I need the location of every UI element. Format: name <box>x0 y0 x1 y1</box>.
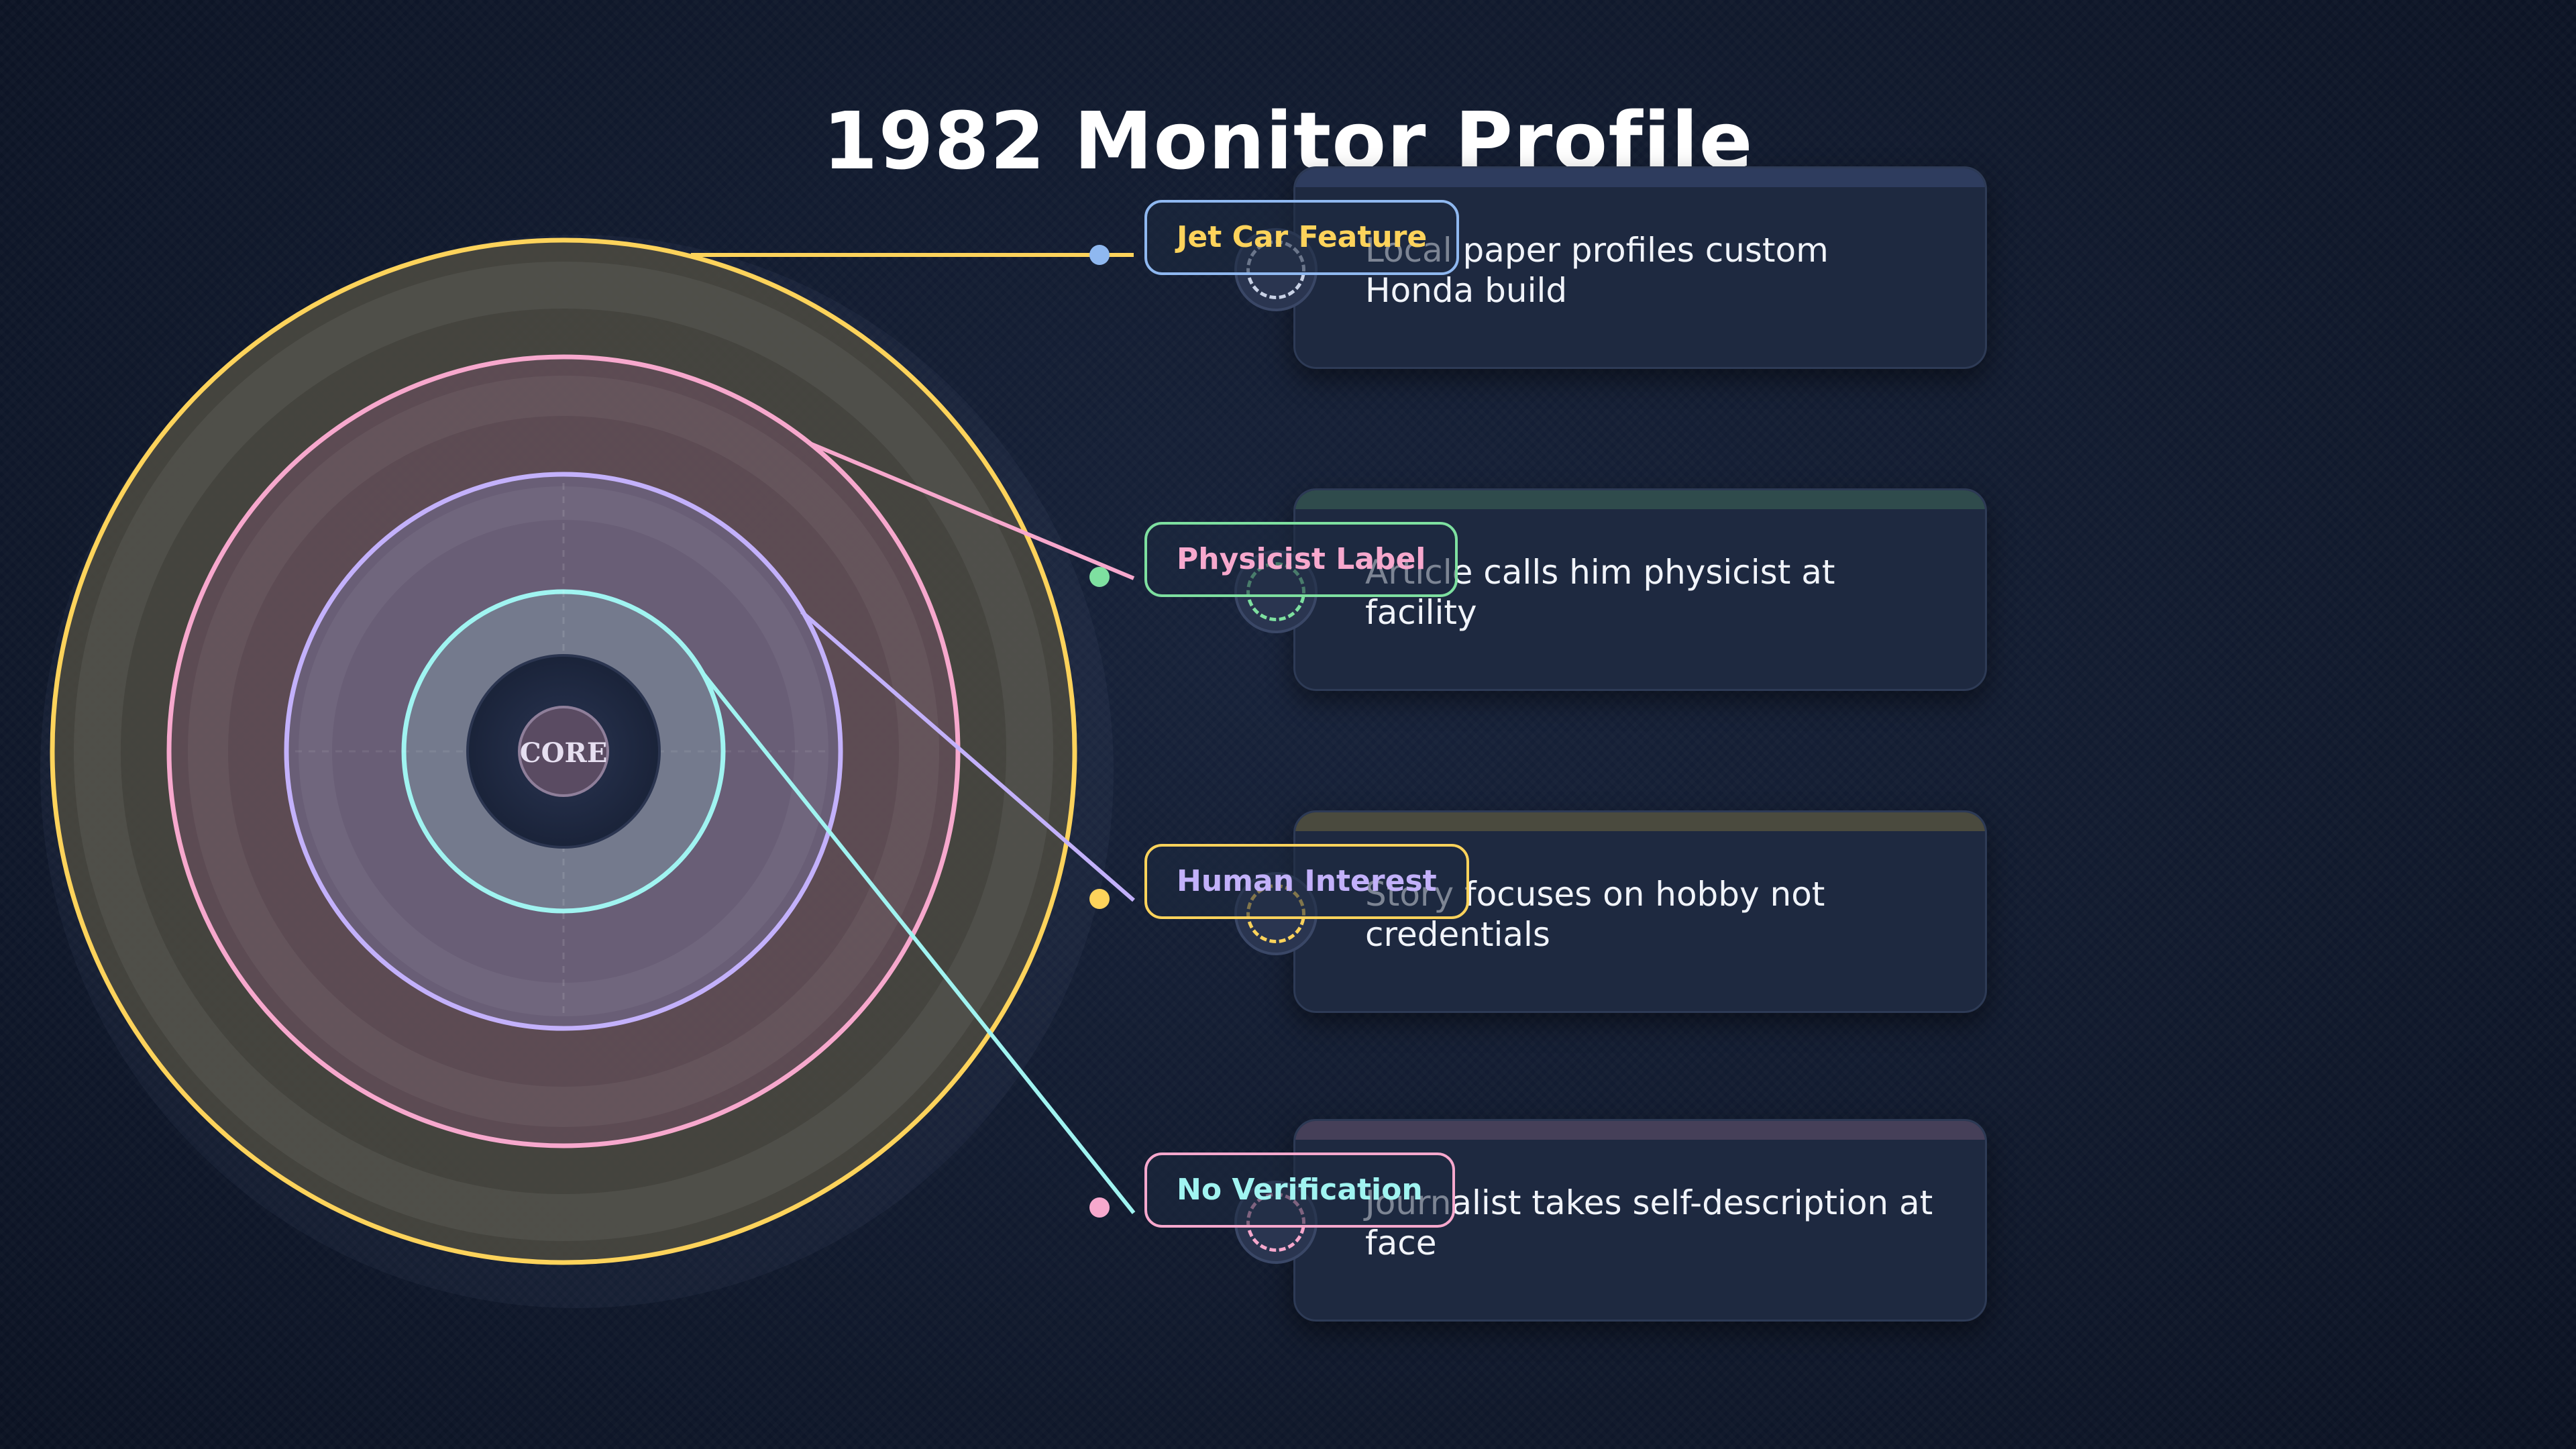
card-accent-bar <box>1295 490 1985 509</box>
leader-line-human-interest <box>800 610 1135 902</box>
ring-human-interest-inner-band <box>299 486 828 1016</box>
ring-physicist-label <box>166 354 961 1148</box>
leader-line-physicist-label <box>807 441 1135 580</box>
page-title: 1982 Monitor Profile <box>822 95 1754 187</box>
card-accent-bar <box>1295 812 1985 831</box>
ring-physicist-label-inner-band <box>188 376 939 1127</box>
core-label: CORE <box>520 737 607 769</box>
ring-jet-car-feature-inner-band <box>74 262 1053 1241</box>
tag-no-verification[interactable]: No Verification <box>1144 1152 1455 1228</box>
marker-dot <box>1089 567 1110 587</box>
card-accent-bar <box>1295 168 1985 187</box>
core-center <box>518 706 609 797</box>
marker-dot <box>1089 889 1110 909</box>
tag-jet-car-feature[interactable]: Jet Car Feature <box>1144 200 1460 275</box>
ring-no-verification <box>401 589 726 914</box>
ring-jet-car-feature <box>50 237 1077 1265</box>
tag-physicist-label[interactable]: Physicist Label <box>1144 522 1458 597</box>
tag-human-interest[interactable]: Human Interest <box>1144 844 1469 919</box>
marker-dot <box>1089 1197 1110 1218</box>
card-accent-bar <box>1295 1121 1985 1140</box>
card-description: Journalist takes self-description at fac… <box>1365 1183 1933 1263</box>
ring-human-interest <box>284 472 843 1031</box>
leader-line-no-verification <box>699 669 1136 1214</box>
marker-dot <box>1089 245 1110 265</box>
